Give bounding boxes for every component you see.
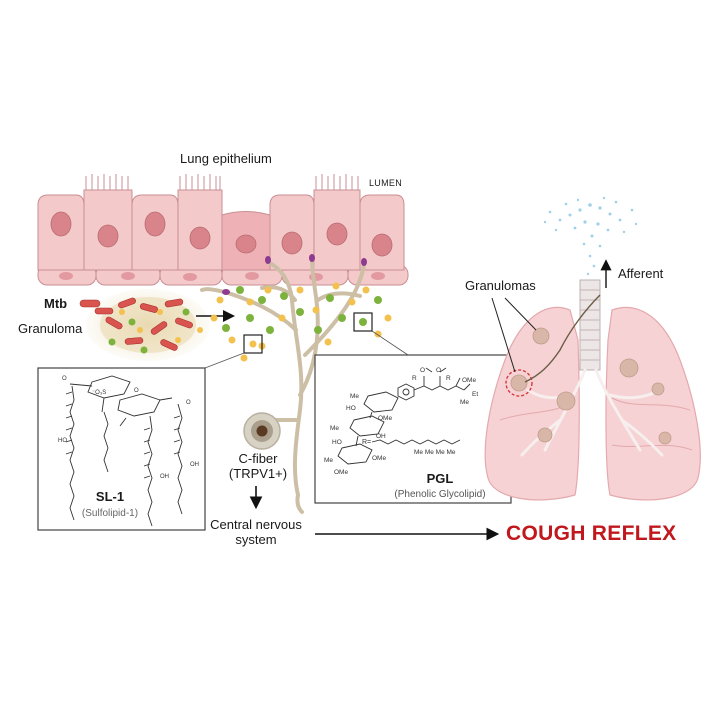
lung-granuloma-nodules [510, 327, 672, 445]
svg-text:R: R [446, 375, 451, 382]
lipid-particles-yellow [210, 282, 392, 362]
svg-text:Me: Me [350, 393, 359, 400]
pgl-structure-panel: O O R R OMe Et Me Me HO OMe Me HO OH Me OM… [314, 354, 512, 504]
neuron-cell-body [243, 412, 281, 450]
svg-text:Me: Me [460, 399, 469, 406]
cfiber-label-line1: C-fiber [238, 451, 278, 466]
svg-text:HO: HO [332, 439, 342, 446]
svg-text:OMe: OMe [378, 415, 392, 422]
pgl-name: PGL [427, 471, 454, 486]
svg-text:HO: HO [58, 438, 67, 444]
svg-text:OH: OH [376, 433, 386, 440]
svg-text:O: O [186, 400, 191, 406]
sl1-full-name: (Sulfolipid-1) [82, 508, 138, 519]
svg-text:OMe: OMe [462, 377, 476, 384]
svg-text:OMe: OMe [372, 455, 386, 462]
cns-label-line1: Central nervous [210, 517, 302, 532]
mtb-bacteria [94, 297, 193, 351]
cough-aerosol [543, 196, 638, 276]
pgl-full-name: (Phenolic Glycolipid) [394, 489, 485, 500]
svg-text:HO: HO [346, 405, 356, 412]
zoom-box-sl1 [204, 334, 263, 369]
svg-text:Me: Me [324, 457, 333, 464]
nerve-endings [222, 254, 367, 295]
svg-text:O: O [436, 367, 441, 374]
granulomas-label: Granulomas [465, 278, 536, 293]
lung-afferent-nerve [524, 294, 601, 383]
sl1-structure-panel: O ⁻O₃S O HO O OH OH SL-1 (Sulfolipid-1) [37, 367, 206, 531]
granuloma-label: Granuloma [18, 321, 83, 336]
highlighted-granuloma [505, 369, 533, 397]
mtb-legend-bacterium [79, 299, 101, 308]
cns-label: Central nervous system [200, 517, 312, 547]
columnar-cells [37, 189, 405, 271]
svg-text:O: O [420, 367, 425, 374]
mtb-label: Mtb [44, 296, 68, 311]
svg-text:Me Me Me Me: Me Me Me Me [414, 449, 456, 456]
svg-text:OH: OH [190, 462, 199, 468]
cough-reflex-label: COUGH REFLEX [506, 522, 677, 545]
lung-epithelium-label: Lung epithelium [180, 151, 272, 166]
lipid-particles-green [222, 286, 382, 334]
zoom-box-pgl [353, 312, 409, 356]
svg-text:Et: Et [472, 391, 478, 398]
cell-nuclei [50, 211, 393, 257]
lungs [484, 196, 701, 501]
svg-text:R: R [412, 375, 417, 382]
cfiber-label: C-fiber (TRPV1+) [213, 451, 303, 481]
granuloma [86, 289, 210, 361]
svg-text:Me: Me [330, 425, 339, 432]
sl1-name: SL-1 [96, 489, 124, 504]
svg-text:OH: OH [160, 474, 169, 480]
pgl-r-label: R= [362, 439, 371, 446]
svg-text:O: O [62, 376, 67, 382]
c-fiber-nerve [200, 256, 366, 514]
svg-text:⁻O₃S: ⁻O₃S [92, 390, 106, 396]
svg-text:OMe: OMe [334, 469, 348, 476]
lung-epithelium [37, 174, 409, 286]
svg-text:O: O [134, 388, 139, 394]
lumen-label: LUMEN [369, 178, 403, 188]
cfiber-label-line2: (TRPV1+) [228, 466, 288, 481]
cns-label-line2: system [235, 532, 277, 547]
afferent-label: Afferent [618, 266, 664, 281]
